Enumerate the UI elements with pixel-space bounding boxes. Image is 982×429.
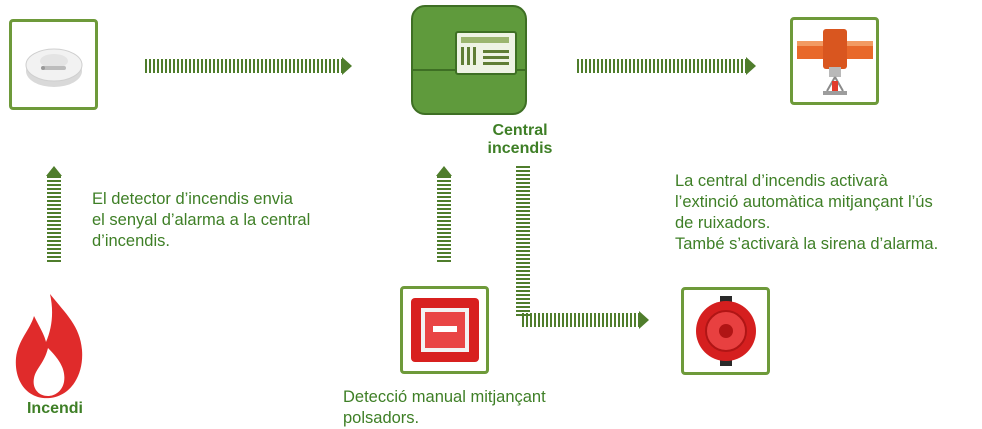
detector-description-line: d’incendis.	[92, 232, 170, 250]
central-label-line1: Central	[492, 122, 548, 139]
sprinkler-icon	[796, 29, 873, 95]
central-action-description: La central d’incendis activarà l’extinci…	[675, 171, 938, 255]
arrow-manual-to-central	[437, 176, 451, 262]
central-label-line2: incendis	[487, 140, 553, 157]
central-action-line: També s’activarà la sirena d’alarma.	[675, 235, 939, 253]
fire-label: Incendi	[26, 400, 83, 417]
arrow-manual-to-central-head	[436, 166, 452, 176]
panel-screen	[455, 31, 517, 75]
control-panel-icon	[411, 5, 527, 115]
detector-description-line: El detector d’incendis envia	[92, 190, 293, 208]
central-label: Central incendis	[470, 122, 570, 158]
alarm-siren-card	[681, 287, 770, 375]
central-action-line: l’extinció automàtica mitjançant l’ús	[675, 193, 933, 211]
arrow-fire-to-detector-head	[46, 166, 62, 176]
sprinkler-card	[790, 17, 879, 105]
smoke-detector-card	[9, 19, 98, 110]
arrow-central-to-siren-head	[639, 311, 649, 329]
arrow-central-to-siren	[522, 313, 639, 327]
central-action-line: de ruixadors.	[675, 214, 771, 232]
arrow-detector-to-central-head	[342, 57, 352, 75]
detector-description: El detector d’incendis envia el senyal d…	[92, 189, 310, 252]
manual-call-point-card	[400, 286, 489, 374]
manual-description: Detecció manual mitjançant polsadors.	[343, 387, 546, 429]
central-action-line: La central d’incendis activarà	[675, 172, 888, 190]
alarm-siren-icon	[695, 296, 756, 366]
manual-description-line: polsadors.	[343, 409, 420, 427]
arrow-central-to-sprinkler-head	[746, 57, 756, 75]
arrow-fire-to-detector	[47, 176, 61, 262]
arrow-central-to-sprinkler	[577, 59, 746, 73]
fire-icon	[15, 294, 83, 399]
arrow-detector-to-central	[145, 59, 342, 73]
arrow-central-to-siren-vertical	[516, 166, 530, 316]
detector-description-line: el senyal d’alarma a la central	[92, 211, 311, 229]
manual-call-point-icon	[410, 298, 479, 362]
manual-description-line: Detecció manual mitjançant	[343, 388, 546, 406]
smoke-detector-icon	[25, 48, 82, 87]
